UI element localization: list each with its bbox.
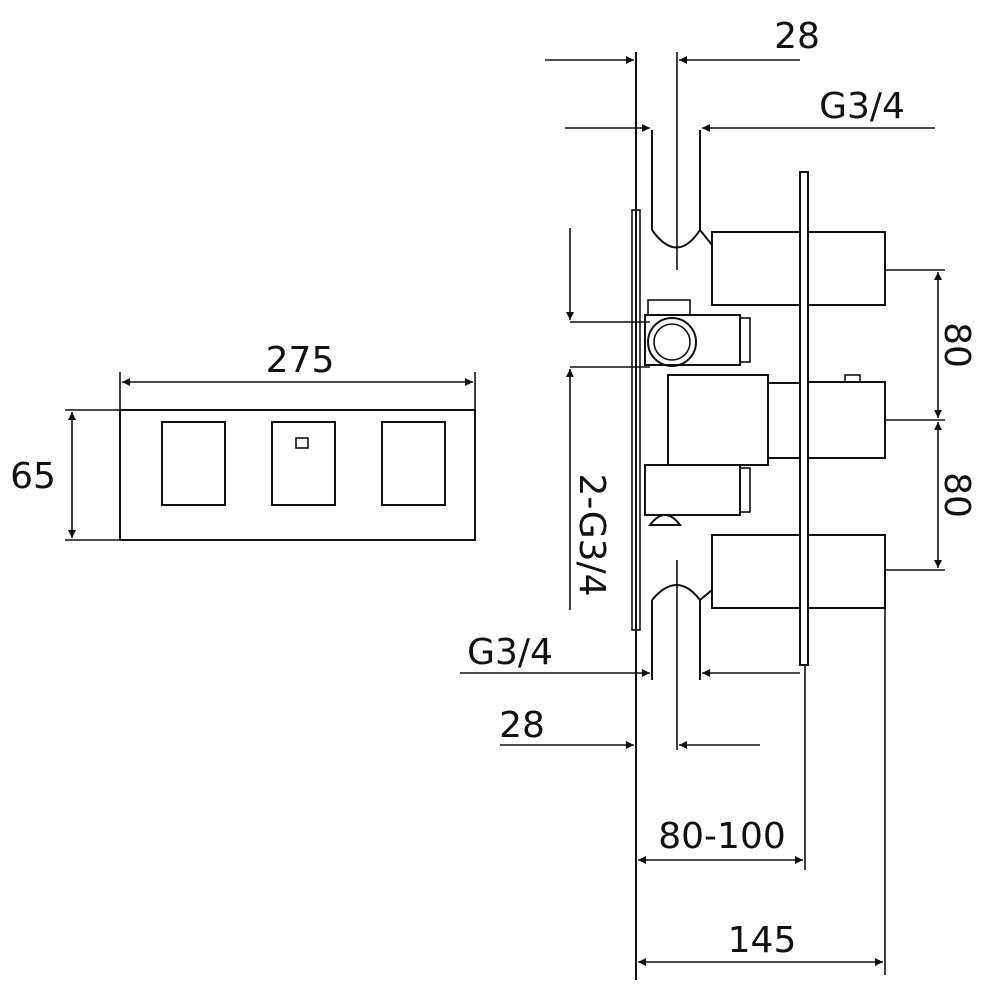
front-plate: [119, 409, 476, 541]
handle-square-right: [381, 421, 446, 506]
spacing-lower-label: 80: [936, 472, 977, 518]
side-ports-label: 2-G3/4: [571, 473, 612, 596]
cover-plate: [799, 171, 809, 666]
wall-depth-label: 80-100: [658, 816, 786, 857]
height-label: 65: [10, 456, 56, 497]
side-view: 28 G3/4 80 80 2-G3/4 G3/4 28 80-100 14: [460, 16, 977, 980]
spacing-upper-label: 80: [936, 322, 977, 368]
bottom-offset-label: 28: [499, 705, 545, 746]
bottom-outlet-label: G3/4: [467, 632, 553, 673]
width-label: 275: [266, 340, 335, 381]
total-depth-label: 145: [728, 920, 797, 961]
handle-top: [807, 231, 886, 306]
top-inlet-label: G3/4: [819, 86, 905, 127]
port-ring: [647, 317, 697, 367]
handle-square-middle: [271, 421, 336, 506]
handle-bottom: [807, 534, 886, 609]
handle-indicator: [295, 437, 309, 449]
handle-middle: [807, 381, 886, 459]
handle-square-left: [161, 421, 226, 506]
front-view: 275 65: [10, 340, 476, 541]
top-offset-label: 28: [774, 16, 820, 57]
